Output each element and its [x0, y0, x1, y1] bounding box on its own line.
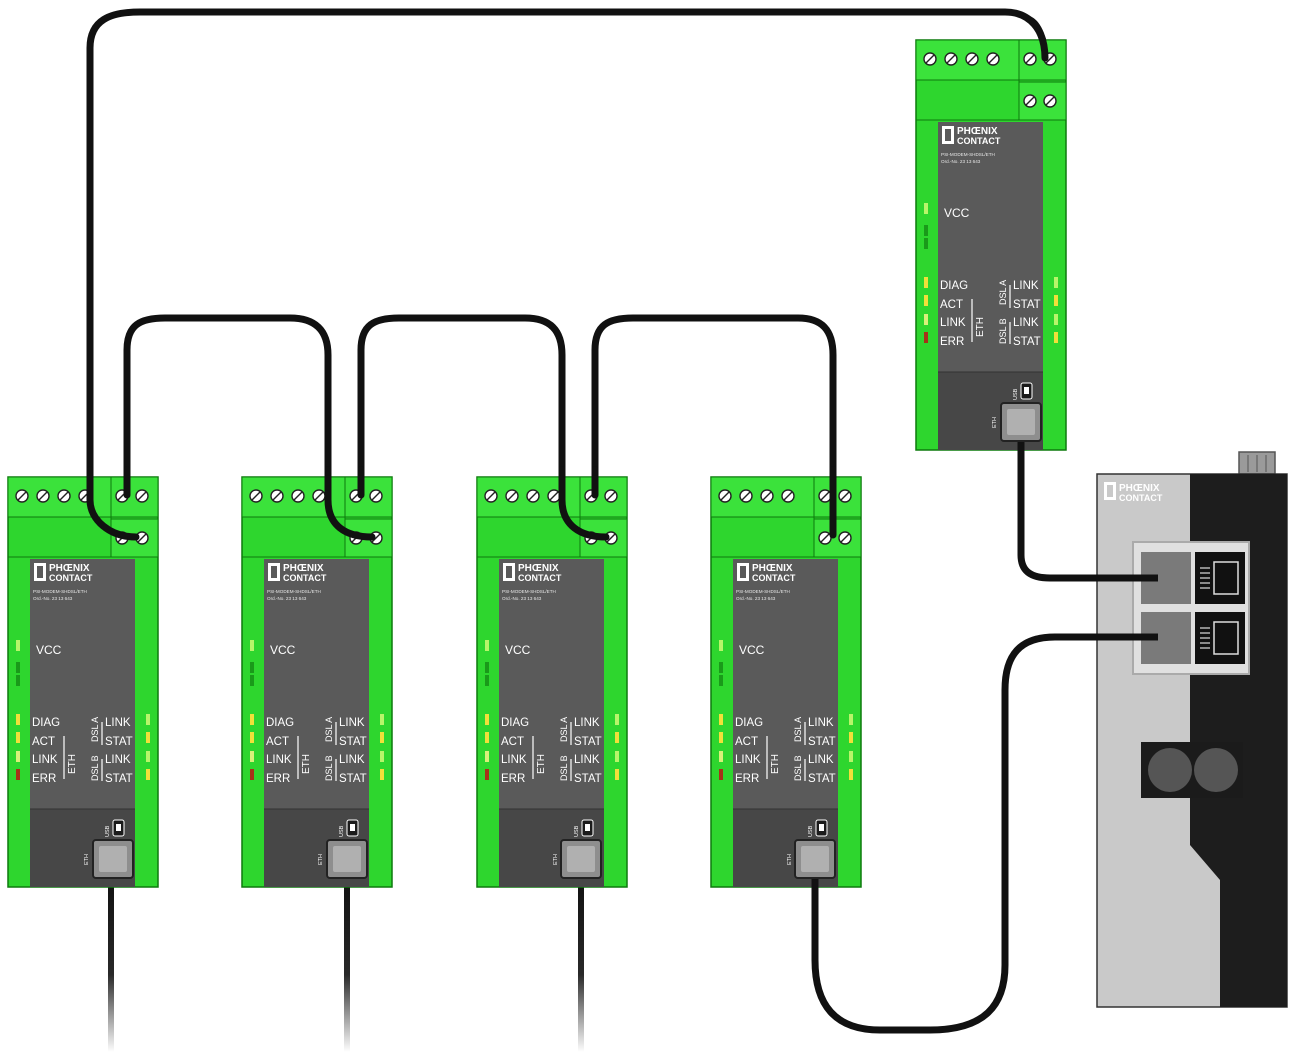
switch-plug-covers	[1158, 564, 1178, 654]
dsl-modem-4	[710, 476, 862, 888]
cable-tails	[108, 880, 584, 1052]
dsl-cables	[86, 8, 1049, 541]
dsl-modem-master	[915, 39, 1067, 451]
ethernet-cables	[811, 426, 1168, 1034]
cable-ends	[86, 16, 1049, 541]
switch-brand-line1: PHŒNIX	[1119, 483, 1160, 494]
ethernet-switch: PHŒNIX CONTACT	[1096, 451, 1288, 1008]
switch-brand-line2: CONTACT	[1119, 493, 1163, 503]
